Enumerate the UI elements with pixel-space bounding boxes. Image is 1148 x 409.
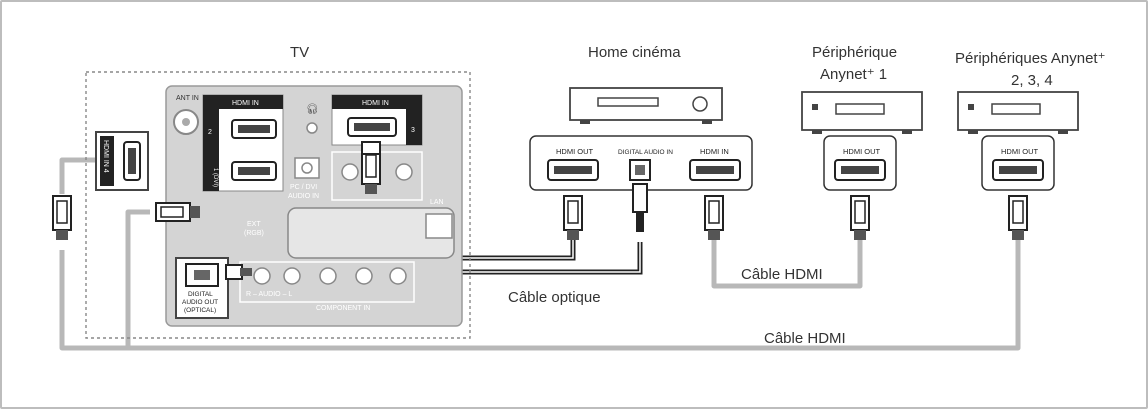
a1-plug: [850, 195, 870, 241]
hc-hdmi-in-label: HDMI IN: [700, 147, 729, 156]
ant-in-label: ANT IN: [176, 95, 199, 102]
tv-outline: [85, 71, 471, 339]
num-3-label: 3: [411, 127, 415, 134]
digital-label-3: (OPTICAL): [184, 307, 216, 314]
num-1-dvi-label: 1 (DVI): [212, 168, 218, 187]
hc-plugs: [563, 183, 724, 241]
tv-plugs: [52, 141, 381, 280]
hc-hdmi-out-label: HDMI OUT: [556, 147, 593, 156]
cable-hdmi-hc-anynet: [711, 240, 863, 289]
hdmi-in-4-label: HDMI IN 4: [102, 140, 109, 173]
num-2-label: 2: [208, 129, 212, 136]
anynet1-label-line1: Périphérique: [812, 44, 897, 61]
pc-dvi-label: PC / DVI: [290, 184, 317, 191]
cable-hdmi-hdmiin4: [59, 157, 99, 194]
hdmi-in-2-label: HDMI IN: [232, 100, 259, 107]
hc-ports: [547, 159, 741, 181]
cable-hdmi-bottom-label: Câble HDMI: [764, 330, 846, 347]
tv-back-panel: ANT IN HDMI IN 2 1 (DVI) 🎧︎ PC / DVI AUD…: [165, 85, 463, 327]
a2-hdmi-out-label: HDMI OUT: [1001, 147, 1038, 156]
anynet234-device: [957, 91, 1079, 134]
hc-digital-audio-in-label: DIGITAL AUDIO IN: [618, 149, 673, 156]
home-cinema-label: Home cinéma: [588, 44, 681, 61]
tv-side-hdmi4: HDMI IN 4: [95, 131, 149, 191]
a2-plug: [1008, 195, 1028, 241]
cable-hdmi-long-left: [59, 238, 1021, 351]
anynet1-device: [801, 91, 923, 134]
digital-label-2: AUDIO OUT: [182, 299, 218, 306]
rgb-label: (RGB): [244, 230, 264, 237]
digital-label-1: DIGITAL: [188, 291, 213, 298]
ext-label: EXT: [247, 221, 261, 228]
tv-label: TV: [290, 44, 309, 61]
cable-hdmi-left2: [125, 209, 150, 348]
a1-hdmi-out-label: HDMI OUT: [843, 147, 880, 156]
anynet1-label-line2: Anynet⁺ 1: [820, 66, 887, 83]
anynet234-label-line2: 2, 3, 4: [1011, 72, 1053, 89]
lan-label: LAN: [430, 199, 444, 206]
home-cinema-device: [569, 87, 723, 124]
cable-optique-label: Câble optique: [508, 289, 601, 306]
audio-in-label: AUDIO IN: [288, 193, 319, 200]
cable-hdmi-mid-label: Câble HDMI: [741, 266, 823, 283]
anynet234-label-line1: Périphériques Anynet⁺: [955, 50, 1106, 67]
hdmi-in-3-label: HDMI IN: [362, 100, 389, 107]
headphone-icon: 🎧︎: [306, 103, 319, 115]
audio-lr-label: R – AUDIO – L: [246, 291, 292, 298]
component-in-label: COMPONENT IN: [316, 305, 370, 312]
